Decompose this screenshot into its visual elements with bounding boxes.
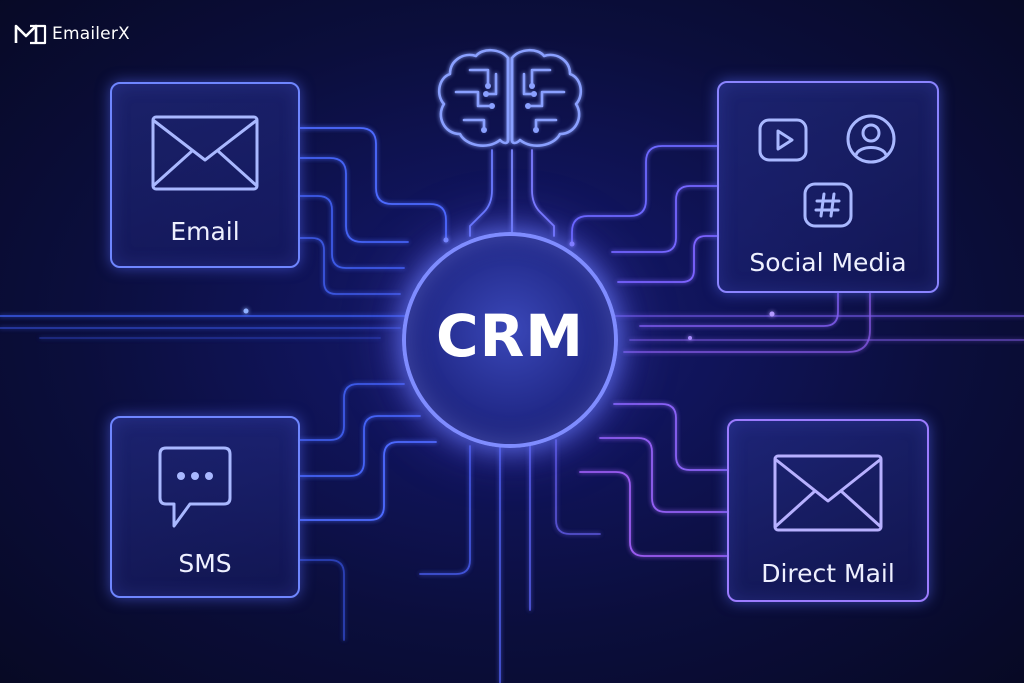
channel-direct-mail-label: Direct Mail [761, 559, 895, 588]
channel-sms: SMS [110, 416, 300, 598]
user-icon [846, 114, 896, 164]
channel-email-label: Email [170, 217, 240, 246]
hashtag-icon [803, 182, 853, 228]
m-logo-icon [14, 24, 47, 45]
channel-social-media-label: Social Media [749, 248, 907, 277]
brand-logo: EmailerX [14, 22, 130, 46]
channel-sms-label: SMS [178, 549, 232, 578]
crm-hub-label: CRM [436, 302, 584, 370]
brand-name: EmailerX [52, 24, 130, 44]
brain-icon [437, 48, 583, 147]
play-icon [758, 118, 808, 162]
envelope-icon [151, 115, 259, 191]
channel-social-media: Social Media [717, 81, 939, 293]
chat-bubble-icon [158, 446, 232, 528]
channel-direct-mail: Direct Mail [727, 419, 929, 602]
crm-hub: CRM [402, 232, 618, 448]
envelope-icon [773, 454, 883, 532]
channel-email: Email [110, 82, 300, 268]
